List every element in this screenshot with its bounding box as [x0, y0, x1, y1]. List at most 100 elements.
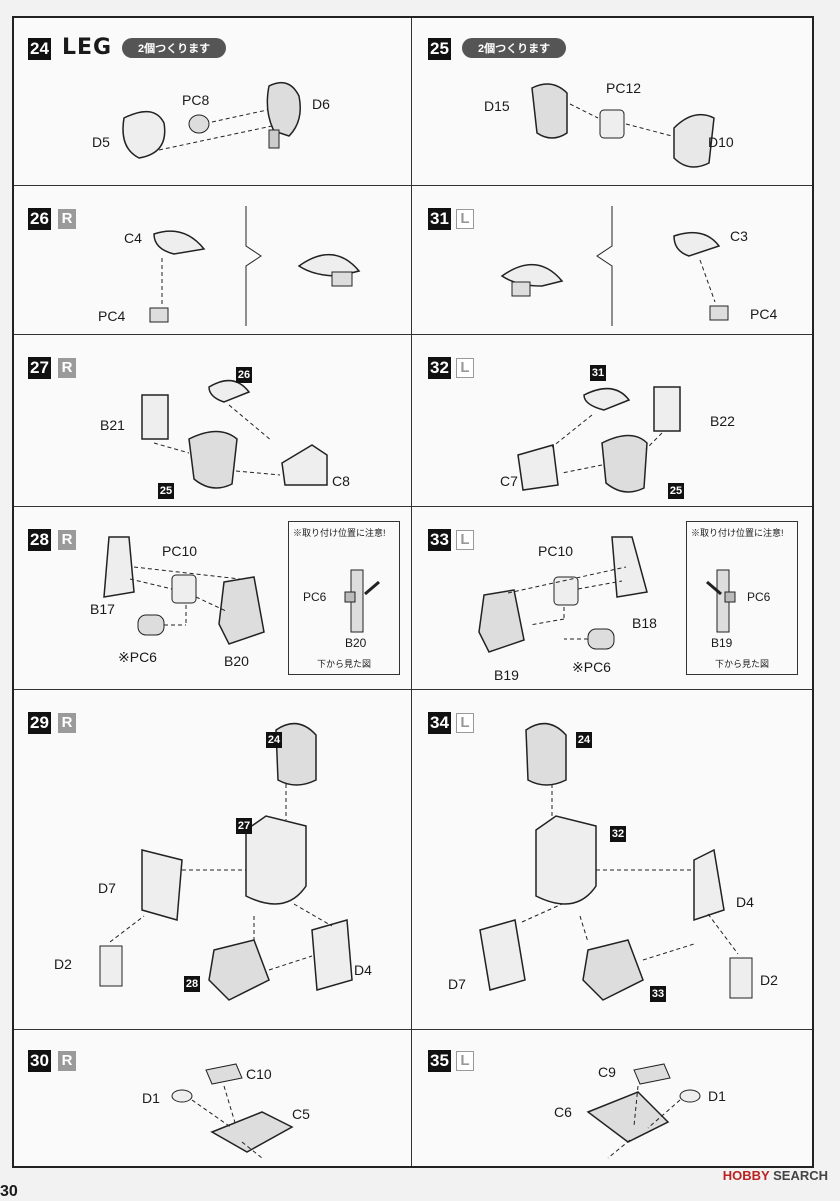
step-number: 35 — [428, 1050, 451, 1072]
part-label: D15 — [484, 98, 510, 114]
foot-part-art — [171, 1063, 294, 1159]
watermark: HOBBY SEARCH — [723, 1168, 828, 1183]
part-label: ※PC6 — [118, 649, 157, 665]
note-title: ※取り付け位置に注意! — [691, 528, 784, 538]
step-30-panel: 30 R C10 D1 C5 — [14, 1030, 411, 1166]
side-badge: R — [58, 1051, 76, 1071]
part-label: D6 — [312, 96, 330, 112]
step-number: 29 — [28, 712, 51, 734]
step-reference: 24 — [576, 732, 592, 748]
part-label: B18 — [632, 615, 657, 631]
step-number: 26 — [28, 208, 51, 230]
part-label: D2 — [760, 972, 778, 988]
side-badge: L — [456, 1051, 474, 1071]
side-badge: L — [456, 713, 474, 733]
step-32-panel: 32 L 31 25 B22 C7 — [412, 335, 812, 506]
part-label: D10 — [708, 134, 734, 150]
part-label: B19 — [494, 667, 519, 683]
step-reference: 25 — [668, 483, 684, 499]
part-art — [103, 536, 265, 645]
foot-part-art — [586, 1063, 701, 1159]
note-caption: 下から見た図 — [316, 659, 371, 669]
step-number: 31 — [428, 208, 451, 230]
part-label: C10 — [246, 1066, 272, 1082]
part-label: C7 — [500, 473, 518, 489]
part-label: C3 — [730, 228, 748, 244]
part-label: B20 — [224, 653, 249, 669]
part-art — [517, 386, 681, 493]
part-label: D2 — [54, 956, 72, 972]
note-pill: 2個つくります — [122, 38, 227, 58]
step-reference: 26 — [236, 367, 252, 383]
step-31-panel: 31 L C3 PC4 — [412, 186, 812, 334]
step-29-panel: 29 R 24 27 28 D7 D2 D4 — [14, 690, 411, 1029]
part-label: D5 — [92, 134, 110, 150]
leg-assembly-art — [99, 722, 353, 1001]
row-divider — [14, 689, 812, 690]
part-label: C5 — [292, 1106, 310, 1122]
part-label: PC12 — [606, 80, 642, 96]
side-badge: R — [58, 209, 76, 229]
column-divider — [411, 18, 412, 1166]
part-art — [531, 83, 715, 168]
leg-part-art — [122, 81, 301, 159]
part-label: D1 — [708, 1088, 726, 1104]
part-label: C9 — [598, 1064, 616, 1080]
part-label: B17 — [90, 601, 115, 617]
watermark-brand-red: HOBBY — [722, 1168, 770, 1183]
step-reference: 25 — [158, 483, 174, 499]
side-badge: L — [456, 530, 474, 550]
step-reference: 27 — [236, 818, 252, 834]
part-label: C8 — [332, 473, 350, 489]
row-divider — [14, 185, 812, 186]
part-label: PC8 — [182, 92, 210, 108]
part-label: D4 — [736, 894, 754, 910]
step-34-panel: 34 L 24 32 33 D4 D7 D2 — [412, 690, 812, 1029]
part-art — [478, 536, 648, 653]
step-24-panel: 24 LEG 2個つくります PC8 D6 D5 — [14, 18, 411, 185]
part-label: B21 — [100, 417, 125, 433]
step-number: 25 — [428, 38, 451, 60]
step-reference: 24 — [266, 732, 282, 748]
note-pill: 2個つくります — [462, 38, 567, 58]
side-badge: L — [456, 358, 474, 378]
step-35-panel: 35 L C9 D1 C6 — [412, 1030, 812, 1166]
detail-art — [706, 569, 736, 633]
part-label: C6 — [554, 1104, 572, 1120]
leg-assembly-art — [479, 722, 753, 1001]
step-reference: 31 — [590, 365, 606, 381]
part-art — [500, 206, 729, 326]
part-art — [141, 379, 328, 489]
part-label: ※PC6 — [572, 659, 611, 675]
step-number: 24 — [28, 38, 51, 60]
part-label: PC4 — [98, 308, 126, 324]
part-label: PC10 — [162, 543, 198, 559]
section-title: LEG — [62, 35, 113, 60]
part-label: D7 — [98, 880, 116, 896]
step-reference: 28 — [184, 976, 200, 992]
step-26-panel: 26 R C4 PC4 — [14, 186, 411, 334]
detail-art — [344, 569, 380, 633]
step-25-panel: 25 2個つくります PC12 D15 D10 — [412, 18, 812, 185]
part-label: PC4 — [750, 306, 778, 322]
step-27-panel: 27 R 26 25 B21 C8 — [14, 335, 411, 506]
part-label: PC10 — [538, 543, 574, 559]
attention-note: ※取り付け位置に注意! PC6 B20 下から見た図 — [288, 521, 400, 675]
side-badge: L — [456, 209, 474, 229]
page-number: 30 — [0, 1183, 18, 1200]
step-number: 30 — [28, 1050, 51, 1072]
step-number: 33 — [428, 529, 451, 551]
detail-label: B20 — [345, 636, 367, 650]
side-badge: R — [58, 713, 76, 733]
part-label: D1 — [142, 1090, 160, 1106]
step-number: 28 — [28, 529, 51, 551]
attention-note: ※取り付け位置に注意! PC6 B19 下から見た図 — [686, 521, 798, 675]
watermark-brand: SEARCH — [769, 1168, 828, 1183]
instruction-sheet: 24 LEG 2個つくります PC8 D6 D5 25 2個つくります PC12… — [12, 16, 814, 1168]
side-badge: R — [58, 530, 76, 550]
part-art — [149, 206, 361, 326]
note-caption: 下から見た図 — [714, 659, 769, 669]
detail-label: PC6 — [303, 590, 327, 604]
part-label: D7 — [448, 976, 466, 992]
note-title: ※取り付け位置に注意! — [293, 528, 386, 538]
